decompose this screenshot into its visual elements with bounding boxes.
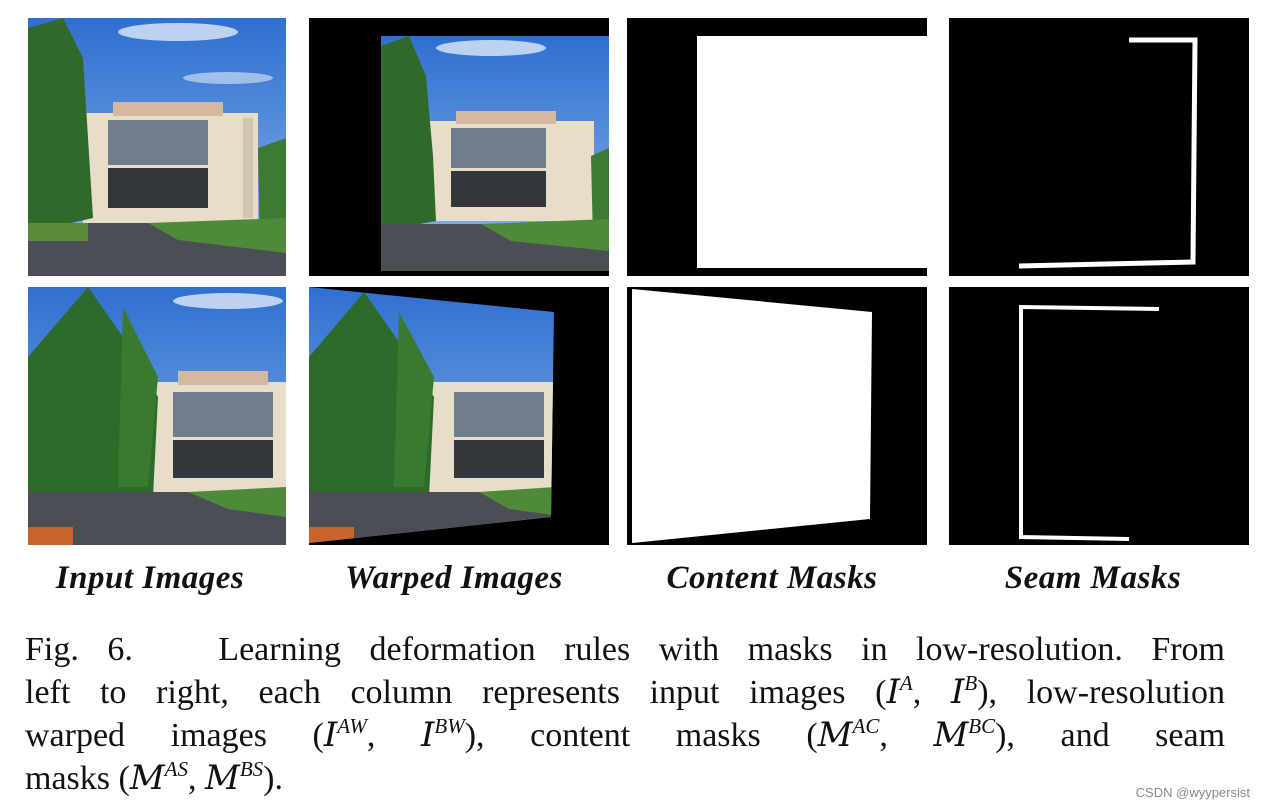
seam-mask-row1 (949, 18, 1249, 276)
math-sup: B (964, 671, 978, 695)
column-label-seam-masks: Seam Masks (1004, 560, 1182, 596)
caption-text-4b: ). (263, 760, 283, 797)
column-label-content-masks: Content Masks (666, 560, 878, 596)
seam-mask-row2 (949, 287, 1249, 545)
math-M: M (817, 715, 853, 755)
math-sup: AW (337, 714, 367, 738)
caption-line-2: left to right, each column represents in… (25, 671, 1225, 714)
math-I: I (886, 672, 900, 712)
math-I: I (323, 715, 338, 755)
content-mask-row2 (627, 287, 927, 545)
math-comma: , (879, 717, 934, 754)
warped-image-row1 (309, 18, 609, 276)
math-M: M (933, 715, 969, 755)
caption-text-1: Learning deformation rules with masks in… (218, 631, 1226, 668)
math-sup: AS (164, 757, 188, 781)
watermark: CSDN @wyypersist (1135, 785, 1250, 800)
math-sup: BW (434, 714, 465, 738)
math-I: I (950, 672, 965, 712)
caption-line-4: masks (MAS, MBS). (25, 757, 1225, 800)
column-label-input-images: Input Images (55, 560, 245, 596)
caption-line-1: Fig. 6. Learning deformation rules with … (25, 628, 1225, 671)
math-I: I (420, 715, 435, 755)
caption-line-3: warped images (IAW, IBW), content masks … (25, 714, 1225, 757)
caption-text-3a: warped images ( (25, 717, 324, 754)
math-sup: BS (239, 757, 264, 781)
caption-text-2b: ), low-resolution (977, 674, 1226, 711)
warped-image-row2 (309, 287, 609, 545)
math-comma: , (912, 674, 951, 711)
input-image-row2 (28, 287, 286, 545)
input-image-row1 (28, 18, 286, 276)
math-comma: , (366, 717, 421, 754)
caption-text-3b: ), content masks ( (464, 717, 818, 754)
math-sup: BC (968, 714, 996, 738)
math-comma: , (187, 760, 205, 797)
content-mask-row1 (627, 18, 927, 276)
column-label-warped-images: Warped Images (345, 560, 563, 596)
math-M: M (129, 758, 165, 798)
caption-text-2a: left to right, each column represents in… (25, 674, 887, 711)
math-sup: A (899, 671, 913, 695)
math-M: M (204, 758, 240, 798)
figure-caption: Fig. 6. Learning deformation rules with … (25, 628, 1225, 800)
caption-figure-label: Fig. 6. (25, 631, 133, 668)
math-sup: AC (852, 714, 880, 738)
caption-text-3c: ), and seam (995, 717, 1226, 754)
caption-text-4a: masks ( (25, 760, 130, 797)
